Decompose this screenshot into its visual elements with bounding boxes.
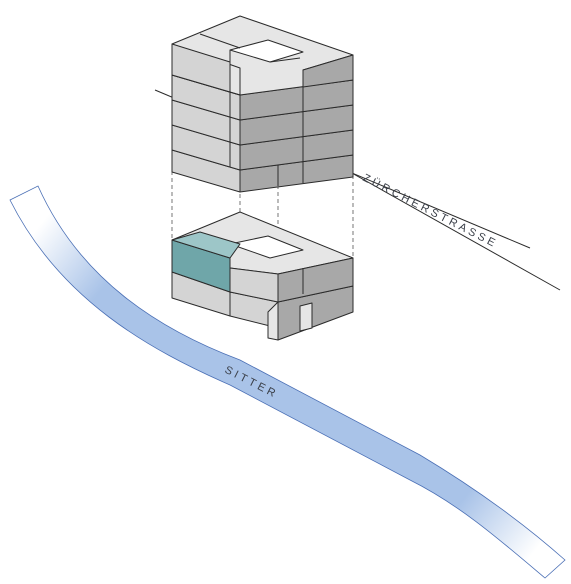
lower-building: [171, 211, 354, 341]
upper-building: [171, 15, 354, 193]
first-floor: [171, 211, 354, 303]
ground-floor: [171, 271, 354, 341]
top-floor: [171, 15, 354, 96]
street-edge-lower: [349, 171, 561, 291]
river-band: [9, 185, 566, 579]
street-label: ZÜRCHERSTRASSE: [361, 172, 500, 251]
